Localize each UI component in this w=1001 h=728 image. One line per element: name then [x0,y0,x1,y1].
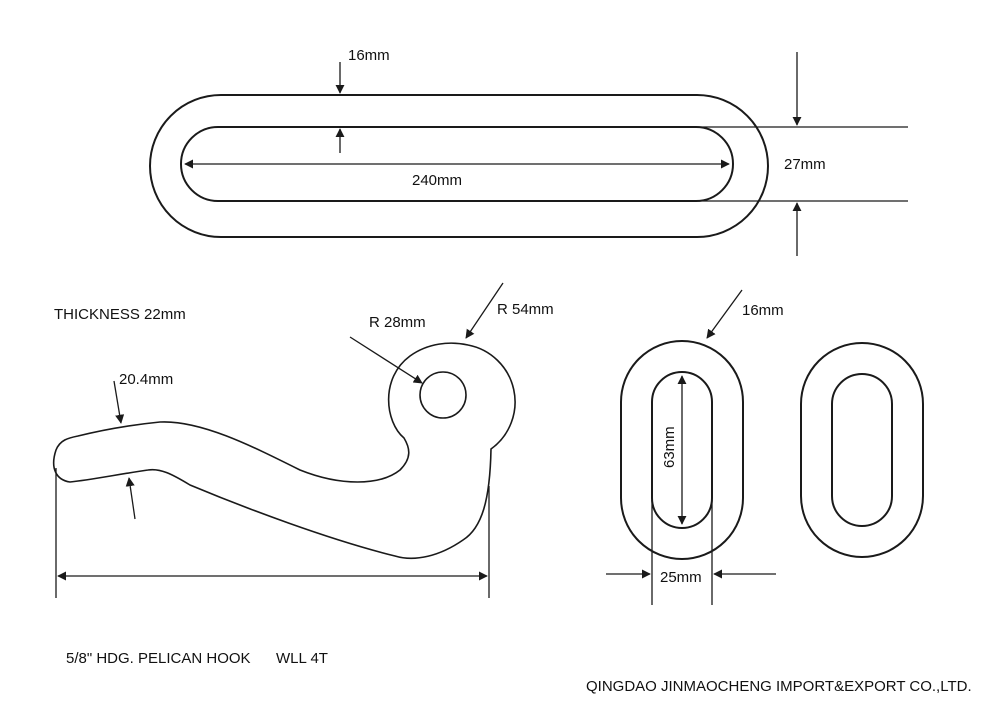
hook-tip-arrow-bottom [125,477,136,520]
hook-thickness-note: THICKNESS 22mm [54,306,186,323]
small-link-outer [620,340,744,560]
hook-outer-radius-label: R 54mm [497,301,554,318]
hook-tip-label: 20.4mm [119,371,174,388]
small-link-thickness-label: 16mm [742,302,784,319]
small-link-width-label: 25mm [660,569,702,586]
pelican-hook-eye [419,371,467,419]
long-link-length-label: 240mm [412,172,463,189]
hook-outer-radius-arrow [465,282,504,339]
hook-wll: WLL 4T [276,650,328,667]
hook-tip-arrow-top [113,380,125,424]
long-link-outer [149,94,769,238]
second-link-inner [831,373,893,527]
second-link-outer [800,342,924,558]
hook-eye-radius-arrow [349,336,423,384]
small-link-inner [651,371,713,529]
hook-eye-radius-label: R 28mm [369,314,426,331]
pelican-hook-outline [52,342,516,560]
hook-title: 5/8" HDG. PELICAN HOOK [66,650,251,667]
long-link-width-label: 27mm [784,156,826,173]
small-link-length-label: 63mm [661,426,678,468]
long-link-thickness-label: 16mm [348,47,390,64]
small-link-thickness-arrow [706,289,743,339]
long-link-inner [180,126,734,202]
company-name: QINGDAO JINMAOCHENG IMPORT&EXPORT CO.,LT… [586,678,972,695]
